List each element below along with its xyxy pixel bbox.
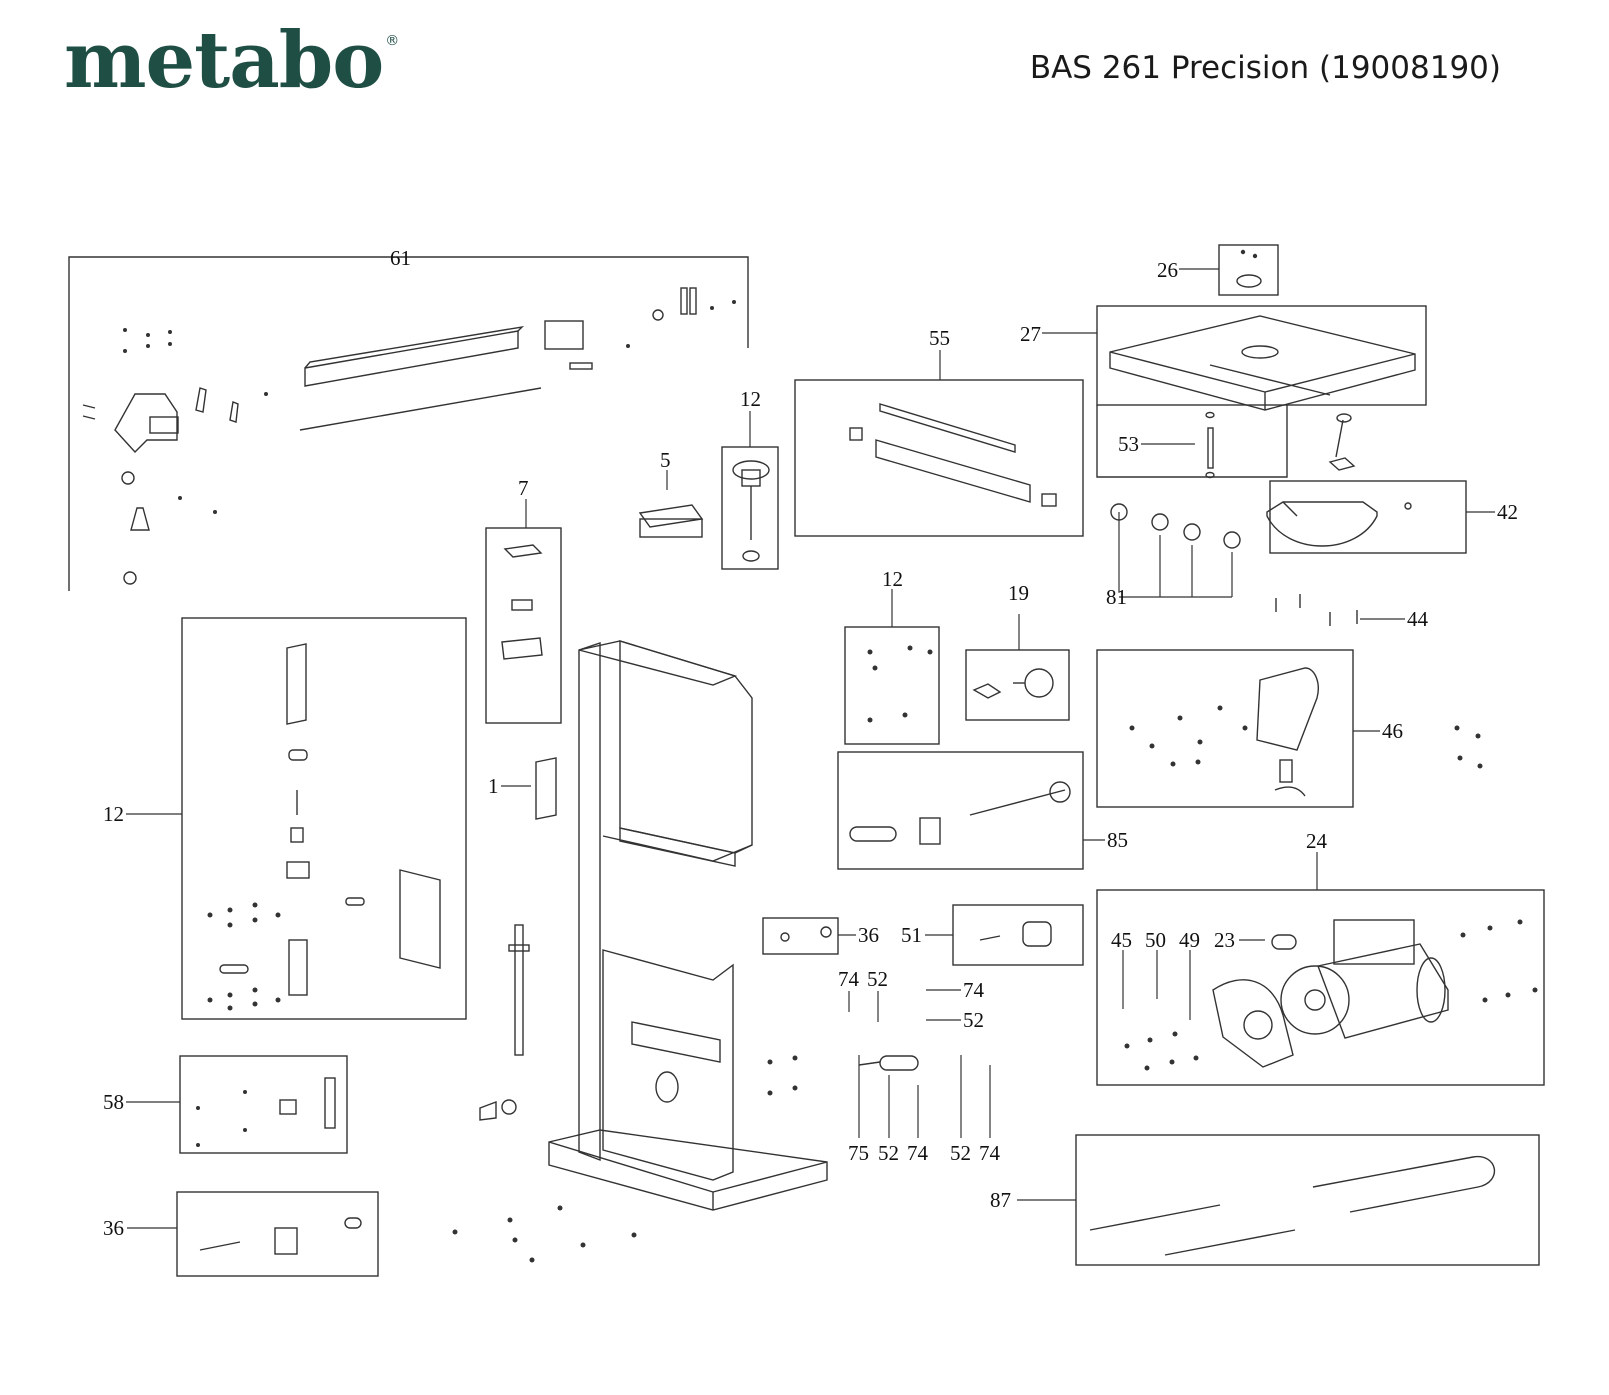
- group-frames: [68, 244, 1545, 1277]
- group-51-box: [952, 904, 1084, 966]
- callout-26: 26: [1157, 258, 1178, 282]
- callout-51: 51: [901, 923, 922, 947]
- callout-12-knob: 12: [740, 387, 761, 411]
- part-26-insert: [1236, 249, 1262, 288]
- part-small-hardware: [123, 300, 1538, 1263]
- callout-52-d: 52: [950, 1141, 971, 1165]
- metabo-logo: metabo®: [64, 15, 399, 106]
- callout-36-b: 36: [103, 1216, 124, 1240]
- callout-46: 46: [1382, 719, 1403, 743]
- part-12-knob: [732, 460, 770, 562]
- callout-36-a: 36: [858, 923, 879, 947]
- group-87-box: [1075, 1134, 1540, 1266]
- callout-85: 85: [1107, 828, 1128, 852]
- callout-74-b: 74: [963, 978, 985, 1002]
- group-12b-box: [844, 626, 940, 745]
- part-36-brush: [199, 926, 832, 1255]
- callout-50: 50: [1145, 928, 1166, 952]
- part-61-fence-assembly: [82, 287, 697, 585]
- group-42-box: [1269, 480, 1467, 554]
- part-44-screws: [1275, 594, 1358, 626]
- part-81-knobs: [1110, 503, 1241, 549]
- part-5-cap: [638, 504, 704, 538]
- part-85-tensioner: [849, 781, 1071, 845]
- callout-74-a: 74: [838, 967, 860, 991]
- callout-52-a: 52: [867, 967, 888, 991]
- callout-53: 53: [1118, 432, 1139, 456]
- part-46-bracket: [1256, 667, 1319, 797]
- callout-74-d: 74: [979, 1141, 1001, 1165]
- part-53-pin: [1205, 411, 1356, 479]
- part-19-handwheel: [972, 668, 1054, 699]
- callout-61: 61: [390, 246, 411, 270]
- group-53-box: [1096, 405, 1288, 478]
- part-24-motor: [1212, 919, 1449, 1068]
- group-36a-box: [762, 917, 839, 955]
- group-26-box: [1218, 244, 1279, 296]
- part-75-shaft: [858, 1055, 919, 1071]
- group-24-box: [1096, 889, 1545, 1086]
- callout-74-c: 74: [907, 1141, 929, 1165]
- callout-labels: 61 26 27 55 12 5 7 53 42 81 44 12 19 46 …: [103, 246, 1518, 1240]
- callout-87: 87: [990, 1188, 1011, 1212]
- part-1-label: [535, 757, 557, 820]
- callout-75: 75: [848, 1141, 869, 1165]
- group-27-box: [1096, 305, 1427, 406]
- part-55-rail: [849, 403, 1057, 507]
- callout-19: 19: [1008, 581, 1029, 605]
- part-27-table: [1109, 315, 1416, 411]
- callout-1: 1: [488, 774, 499, 798]
- callout-42: 42: [1497, 500, 1518, 524]
- part-main-frame: [548, 640, 828, 1211]
- callout-44: 44: [1407, 607, 1429, 631]
- group-7-box: [485, 527, 562, 724]
- callout-52-b: 52: [963, 1008, 984, 1032]
- callout-23: 23: [1214, 928, 1235, 952]
- group-12c-box: [181, 617, 467, 1020]
- group-58-box: [179, 1055, 348, 1154]
- callout-12-hardware: 12: [882, 567, 903, 591]
- callout-5: 5: [660, 448, 671, 472]
- part-87-handle: [1089, 1156, 1496, 1256]
- callout-52-c: 52: [878, 1141, 899, 1165]
- callout-27: 27: [1020, 322, 1041, 346]
- callout-55: 55: [929, 326, 950, 350]
- part-58-switch: [279, 1077, 336, 1129]
- callout-12-guide: 12: [103, 802, 124, 826]
- callout-24: 24: [1306, 829, 1328, 853]
- part-51-roller: [979, 921, 1052, 947]
- group-46-box: [1096, 649, 1354, 808]
- model-title: BAS 261 Precision (19008190): [1029, 50, 1501, 86]
- group-55-box: [794, 379, 1084, 537]
- part-7-guide: [501, 544, 543, 660]
- group-36b-box: [176, 1191, 379, 1277]
- group-61-bracket: [68, 256, 749, 591]
- callout-81: 81: [1106, 585, 1127, 609]
- leader-lines: [126, 268, 1495, 1229]
- part-12-guide-assembly: [219, 643, 441, 996]
- callout-45: 45: [1111, 928, 1132, 952]
- part-guide-post: [479, 924, 530, 1121]
- callout-49: 49: [1179, 928, 1200, 952]
- group-19-box: [965, 649, 1070, 721]
- callout-7: 7: [518, 476, 529, 500]
- group-85-box: [837, 751, 1084, 870]
- callout-58: 58: [103, 1090, 124, 1114]
- part-42-trunnion: [1266, 501, 1412, 547]
